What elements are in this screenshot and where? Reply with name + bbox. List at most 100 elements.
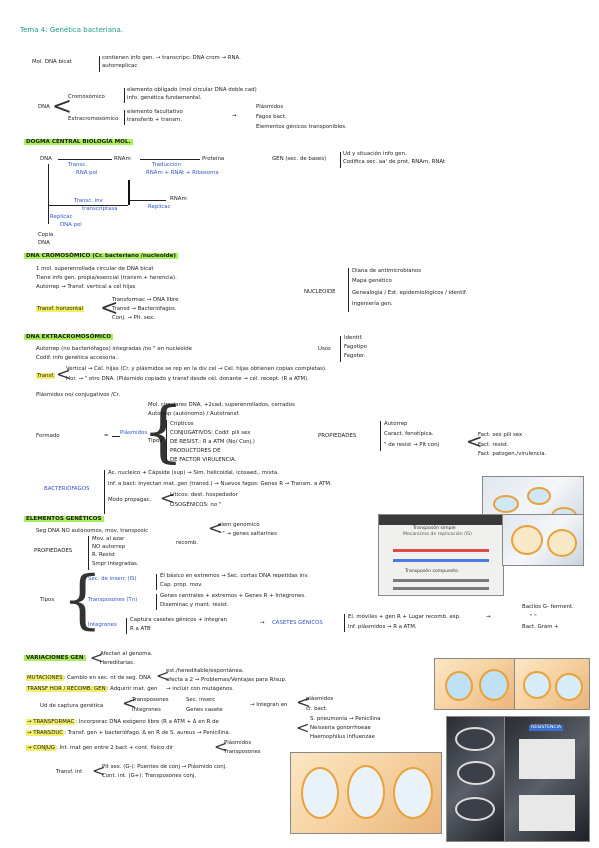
modo-2: LISOGÉNICOS: no " <box>170 502 222 508</box>
var-transduc: → TRANSDUC <box>26 730 65 736</box>
var-transf-1: → incluir con mutágenos. <box>166 686 234 692</box>
gen-line-2: Codifica sec. aa' de prot, RNAm, RNAt <box>343 159 446 165</box>
egen-tn: Transposones (Tn) <box>88 597 138 603</box>
usos-2: Fagotipo <box>344 344 367 350</box>
var-ti-2: Cont. int. (G+): Transposones conj. <box>102 773 197 779</box>
plasmidos-1: Mol. circulares DNA, +2cad, superenrolla… <box>148 402 295 408</box>
prop-label: PROPIEDADES <box>318 433 357 439</box>
plasmidos-2: Autorrep (autónomo) / Autotransf. <box>148 411 240 417</box>
formado-label: Formado <box>36 433 60 439</box>
intro-line-1: contienen info gen. → transcripc: DNA cr… <box>102 55 241 61</box>
egen-line-1: Seg DNA NO autónomos, mov, transposic <box>36 528 149 534</box>
egen-bac-3: Bact. Gram + <box>522 624 559 630</box>
dna-extracromosomico: Extracromosómico <box>68 116 119 122</box>
egen-is-1: El básico en extremos → Sec. cortas DNA … <box>160 573 309 579</box>
modo-label: Modo propagac. <box>108 497 152 503</box>
var-h2: Hereditarias. <box>100 660 135 666</box>
tipo-4: PRODUCTORES DE <box>170 448 221 454</box>
egen-casetes: CASETES GÉNICOS <box>272 620 323 626</box>
crom-transf-horizontal: Transf. horizontal <box>36 306 85 312</box>
dogma-trad-sub: RNAm + RNAt + Ribosoma <box>146 170 219 176</box>
var-conj-1: Plásmidos <box>224 740 252 746</box>
fact-2: Fact. resist. <box>478 442 509 448</box>
dna-label: DNA <box>38 104 50 110</box>
crom-line-2: Tiene info gen. propia/esencial (transm … <box>36 275 177 281</box>
transduction-figure <box>514 658 590 710</box>
intro-label: Mol. DNA bicat <box>32 59 72 65</box>
egen-bac-2: " " <box>530 614 537 620</box>
var-mutaciones: MUTACIONES <box>26 675 64 681</box>
crom-line-1: 1 mol. superenrollada circular de DNA bi… <box>36 266 154 272</box>
var-transformac: → TRANSFORMAC <box>26 719 76 725</box>
dna-extra-line-1: elemento facultativo <box>127 109 183 115</box>
prop-2: Caract. fenotípica. <box>384 431 434 437</box>
egen-tn-1: Genes centrales + extremos + Genes R + I… <box>160 593 306 599</box>
nucleoide-2: Mapa genético <box>352 278 392 284</box>
dna-result-1: Plásmidos <box>256 104 284 110</box>
dogma-rnapol: RNA pol <box>76 170 98 176</box>
extra-vertical: Vertical → Cél. hijas (Cr. y plásmidos s… <box>66 366 327 372</box>
dna-result-3: Elementos génicos transponibles. <box>256 124 347 130</box>
egen-prop-3: R. Resist <box>92 552 116 558</box>
dogma-rnam-2: RNAm <box>170 196 187 202</box>
nucleoide-3: Genealogía / Est. epidemiológicos / iden… <box>352 290 468 296</box>
var-integran: → Integran en <box>250 702 288 708</box>
bact-1: Ac. nucleico + Cápside (sup) → Sim. heli… <box>108 470 279 476</box>
usos-1: Identif. <box>344 335 363 341</box>
resistance-photo: RESISTENCIA <box>504 716 590 842</box>
bact-2: Inf. a bact: Inyectan mat. gen (transd.)… <box>108 481 332 487</box>
egen-is: Sec. de inserc (IS) <box>88 576 137 582</box>
crom-header: DNA CROMOSÓMICO (Cr. bacteriano /nucleoi… <box>24 253 178 259</box>
dogma-traduccion: Traducción <box>152 162 181 168</box>
var-ti-1: Plt sex. (G-): Puentes de conj → Plásmid… <box>102 764 227 770</box>
egen-prop-1: Mov. al azar <box>92 536 125 542</box>
gen-line-1: Ud y situación info gen. <box>343 151 407 157</box>
var-transformac-text: : Incorporac DNA exógeno libre (R a ATM … <box>75 719 219 725</box>
dogma-header: DOGMA CENTRAL BIOLOGÍA MOL. <box>24 139 133 145</box>
transposon-figure: Transposón simple Mecanismo de replicaci… <box>378 514 504 596</box>
page-title: Tema 4: Genética bacteriana. <box>20 26 123 34</box>
var-transf-int: Transf. int <box>56 769 83 775</box>
var-ud-3: Sec. inserc <box>186 697 216 703</box>
gen-label: GEN (sec. de bases) <box>272 156 327 162</box>
dogma-copia-dna: DNA <box>38 240 50 246</box>
var-s-1: S. pneumonia → Penicilina <box>310 716 381 722</box>
egen-tn-2: Diseminac y mant. resist. <box>160 602 229 608</box>
extra-line-2: Codif. info genética accesoria. <box>36 355 118 361</box>
egen-tipos-label: Tipos <box>40 597 55 603</box>
fact-3: Fact. patogen./virulencia. <box>478 451 547 457</box>
nucleoide-label: NUCLEOIDE <box>304 289 336 295</box>
dna-crom-line-1: elemento obligado (mol circular DNA dobl… <box>127 87 257 93</box>
dogma-dnapol: DNA pol <box>60 222 82 228</box>
extra-line-1: Autorrep (no bacteriófagos) integradas /… <box>36 346 192 352</box>
egen-prop-4: Smpr integradas. <box>92 561 139 567</box>
dogma-copia: Copia <box>38 232 54 238</box>
var-ud-1: Transposones <box>132 697 169 703</box>
crom-h3: Conj. → Plt. sex. <box>112 315 155 321</box>
tipos-label: Tipos <box>148 438 163 444</box>
dogma-replicac-2: Replicac <box>148 204 171 210</box>
egen-casetes-2: Inf. plásmidos → R a ATM. <box>348 624 417 630</box>
transposon-title: Transposón simple <box>413 526 456 531</box>
var-conjug: → CONJUG <box>26 745 56 751</box>
egen-recomb: recomb. <box>176 540 199 546</box>
dna-result-2: Fagos bact. <box>256 114 287 120</box>
dna-crom-line-2: info. genética fundamental. <box>127 95 202 101</box>
transposon-subtitle: Mecanismo de replicación (IS) <box>403 532 472 537</box>
extra-transf: Transf. <box>36 373 56 379</box>
var-conj-2: Transposones <box>224 749 261 755</box>
transposon-caption: Transposón compuesto <box>405 569 458 574</box>
prop-1: Autorrep <box>384 421 408 427</box>
var-in-2: cr. bact. <box>306 706 328 712</box>
prop-3: " de resist → Plt conj <box>384 442 439 448</box>
modo-1: Líticos: dest. hospedador <box>170 492 238 498</box>
var-h1: Afectan al genoma. <box>100 651 153 657</box>
extra-horizontal: Hor. → " otro DNA. (Plásmido copiado y t… <box>66 376 309 382</box>
egen-casetes-1: El. móviles + gen R + Lugar recomb. esp. <box>348 614 461 620</box>
dna-cromosomico: Cromosómico <box>68 94 105 100</box>
egen-int-2: R a ATB <box>130 626 151 632</box>
crom-h1: Transformac → DNA libre <box>112 297 179 303</box>
egen-bac-1: Bacilos G- ferment. <box>522 604 574 610</box>
var-transf-text: : Adquirir mat. gen <box>106 686 158 692</box>
crom-h2: Transd → Bacteriófagos. <box>112 306 177 312</box>
